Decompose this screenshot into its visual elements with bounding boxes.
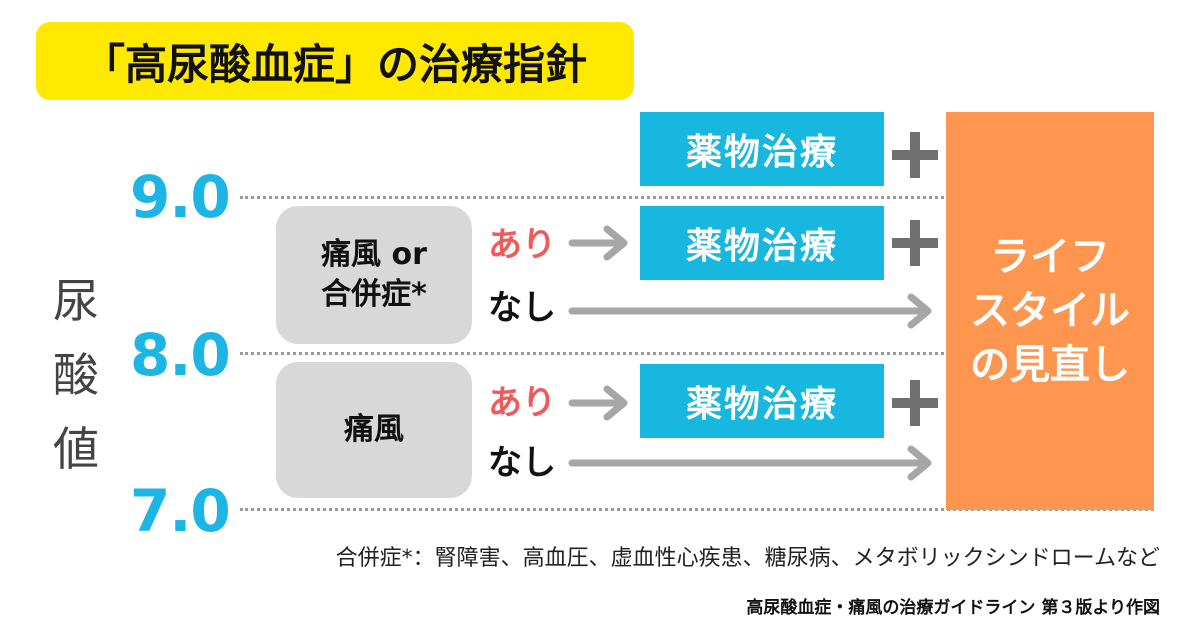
condition-gout-or-complication-line2: 合併症* <box>321 277 427 312</box>
tick-label-7-0: 7.0 <box>130 477 231 545</box>
arrow-no-lower <box>568 445 932 481</box>
condition-gout-label: 痛風 <box>344 411 404 447</box>
lifestyle-line-2: スタイル <box>970 288 1130 334</box>
lifestyle-line-3: の見直し <box>970 342 1130 388</box>
branch-no-upper: なし <box>488 288 556 328</box>
source-credit: 高尿酸血症・痛風の治療ガイドライン 第３版より作図 <box>746 598 1160 618</box>
plus-icon-bottom <box>892 380 938 426</box>
branch-yes-lower: あり <box>488 383 556 423</box>
y-axis-label-char-1: 尿 <box>53 274 99 328</box>
lifestyle-line-1: ライフ <box>990 234 1110 280</box>
threshold-line-7-0 <box>240 508 1154 511</box>
drug-therapy-box-top: 薬物治療 <box>640 112 884 186</box>
threshold-line-9-0 <box>240 196 1154 199</box>
branch-yes-upper: あり <box>488 225 556 265</box>
plus-icon-middle <box>892 220 938 266</box>
drug-therapy-box-bottom: 薬物治療 <box>640 364 884 438</box>
condition-gout-or-complication: 痛風 or 合併症* <box>276 206 472 344</box>
y-axis-label-char-3: 値 <box>53 422 99 476</box>
y-axis-label-char-2: 酸 <box>53 348 99 402</box>
footnote: 合併症*：腎障害、高血圧、虚血性心疾患、糖尿病、メタボリックシンドロームなど <box>335 546 1160 571</box>
drug-therapy-box-middle: 薬物治療 <box>640 206 884 280</box>
condition-gout-or-complication-line1: 痛風 or <box>321 236 427 272</box>
arrow-no-upper <box>568 293 932 329</box>
condition-gout: 痛風 <box>276 362 472 498</box>
threshold-line-8-0 <box>240 352 1154 355</box>
arrow-yes-lower <box>568 385 628 421</box>
branch-no-lower: なし <box>488 443 556 483</box>
tick-label-8-0: 8.0 <box>130 321 231 389</box>
tick-label-9-0: 9.0 <box>130 163 231 231</box>
arrow-yes-upper <box>568 225 628 261</box>
lifestyle-review-box: ライフ スタイル の見直し <box>946 112 1154 510</box>
page-title: 「高尿酸血症」の治療指針 <box>36 22 634 100</box>
plus-icon-top <box>892 132 938 178</box>
